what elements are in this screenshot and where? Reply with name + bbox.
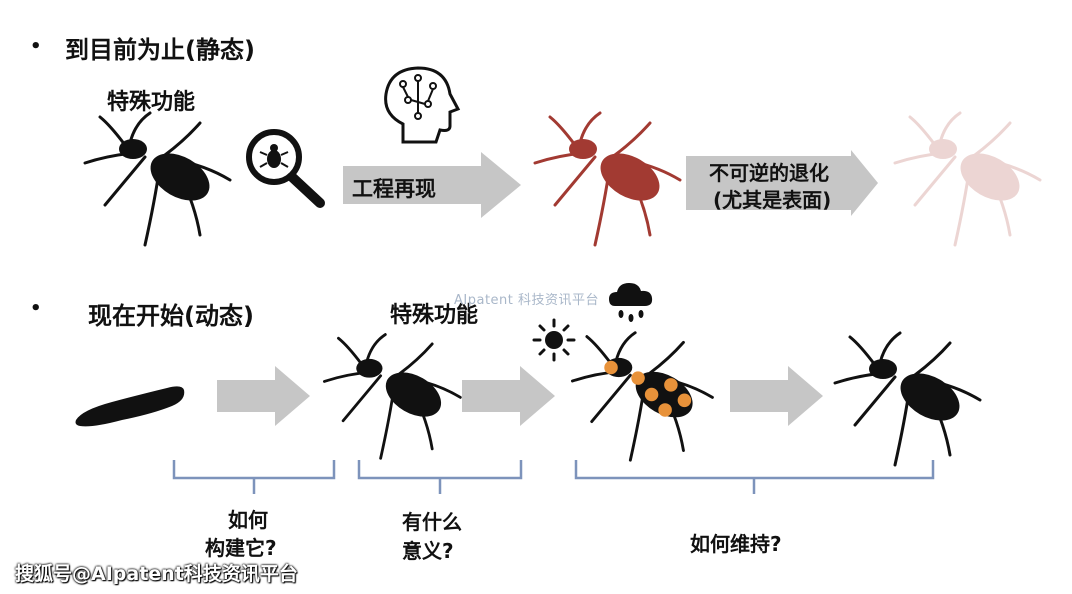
question-maintain: 如何维持? (690, 532, 782, 556)
magnifier-beetle-icon (246, 129, 325, 208)
bullet-icon: • (30, 36, 42, 57)
beetle-black-static (83, 111, 232, 247)
beetle-red-static (533, 111, 682, 247)
center-watermark: AIpatent 科技资讯平台 (454, 293, 600, 308)
footer-watermark: 搜狐号@AIpatent科技资讯平台 (15, 563, 298, 585)
arrow-degradation-label-line1: 不可逆的退化 (709, 161, 829, 185)
bracket-build (172, 460, 336, 494)
arrow-degradation-label-line2: (尤其是表面) (713, 188, 832, 212)
sun-icon (532, 318, 576, 362)
beetle-black-dynamic-1 (322, 333, 462, 460)
static-heading: 到目前为止(静态) (65, 36, 255, 64)
bullet-icon: • (30, 298, 42, 319)
beetle-spotted-dynamic (570, 331, 714, 462)
larva (75, 386, 185, 427)
ai-head-icon (384, 66, 461, 144)
dynamic-special-function-label: 特殊功能 (390, 303, 479, 328)
rain-cloud-icon (609, 283, 653, 322)
beetle-faded-static (893, 111, 1042, 247)
arrow-beetle-to-environment (462, 366, 555, 426)
arrow-degradation (686, 150, 878, 216)
question-build-line1: 如何 (228, 508, 268, 532)
bracket-maintain (574, 460, 935, 494)
static-special-function-label: 特殊功能 (107, 90, 196, 115)
question-meaning-line1: 有什么 (402, 510, 462, 534)
bracket-meaning (357, 460, 523, 494)
beetle-black-dynamic-2 (833, 331, 982, 467)
question-meaning-line2: 意义? (402, 539, 454, 563)
arrow-environment-to-beetle (730, 366, 823, 426)
arrow-larva-to-beetle (217, 366, 310, 426)
arrow-reverse-engineering-label: 工程再现 (352, 177, 436, 201)
question-build-line2: 构建它? (205, 536, 277, 560)
dynamic-heading: 现在开始(动态) (88, 302, 254, 330)
arrow-reverse-engineering (343, 152, 521, 218)
